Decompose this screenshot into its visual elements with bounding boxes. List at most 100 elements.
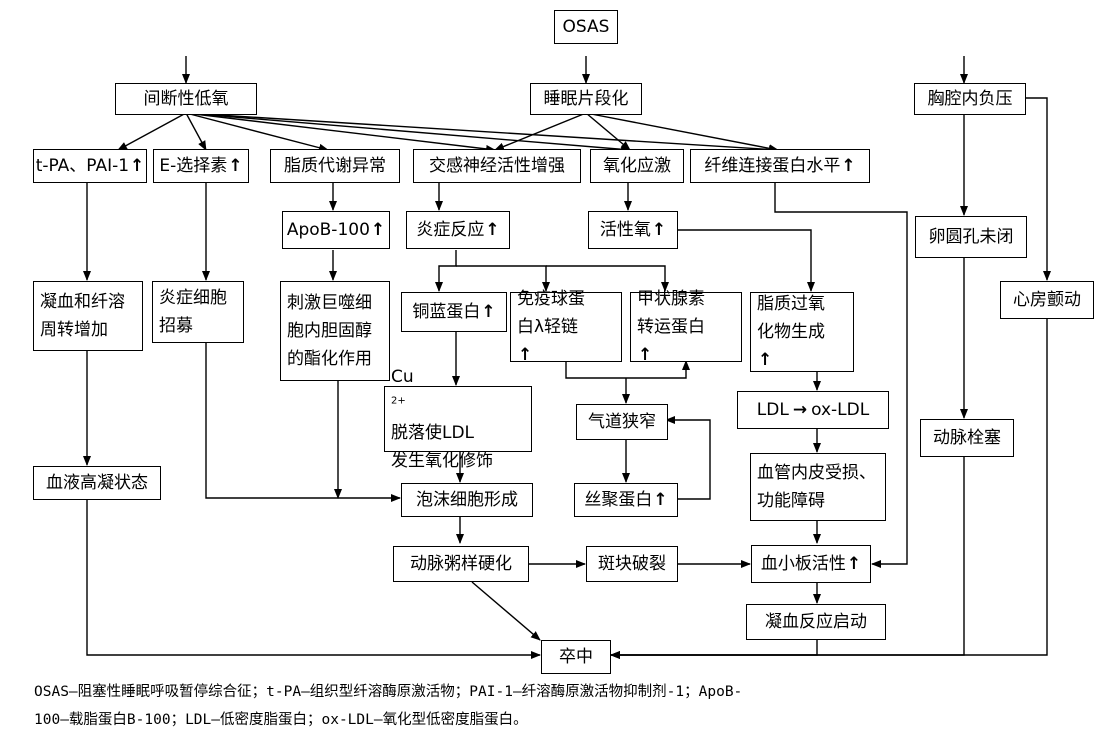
node-negative-intrathoracic: 胸腔内负压 xyxy=(914,83,1026,115)
node-pfo: 卵圆孔未闭 xyxy=(915,216,1027,258)
caption-line-2: 100—载脂蛋白B-100；LDL—低密度脂蛋白；ox-LDL—氧化型低密度脂蛋… xyxy=(34,712,528,728)
edge-coagstart-stroke xyxy=(610,640,818,659)
increase-arrow-icon: ↑ xyxy=(130,156,145,176)
node-ros: 活性氧↑ xyxy=(588,211,678,249)
node-inflammation: 炎症反应↑ xyxy=(406,211,510,249)
node-transthyretin: 甲状腺素 转运蛋白 ↑ xyxy=(630,289,742,365)
node-atrial-fibrillation: 心房颤动 xyxy=(1000,281,1094,319)
node-ceruloplasmin-label: 铜蓝蛋白 xyxy=(412,302,481,322)
node-ros-label: 活性氧 xyxy=(599,220,651,240)
node-atherosclerosis: 动脉粥样硬化 xyxy=(393,546,529,582)
node-coag-line2: 周转增加 xyxy=(40,320,108,340)
increase-arrow-icon: ↑ xyxy=(841,156,856,176)
node-lipid-metabolism: 脂质代谢异常 xyxy=(270,149,400,183)
edge-hypoxia-lipid xyxy=(185,112,329,152)
node-cu-line1: Cu 2+ 脱落使LDL xyxy=(391,363,474,447)
node-stroke: 卒中 xyxy=(541,640,611,674)
node-tpa-pai-label: t-PA、PAI-1 xyxy=(35,156,130,176)
increase-arrow-icon: ↑ xyxy=(370,220,386,240)
node-ldl-oxldl: LDL→ox-LDL xyxy=(737,391,889,429)
node-e-selectin: E-选择素↑ xyxy=(153,149,249,183)
increase-arrow-icon: ↑ xyxy=(228,156,243,176)
node-platelet: 血小板活性↑ xyxy=(751,545,871,583)
node-oxidative-stress: 氧化应激 xyxy=(590,149,684,183)
ldl-arrow-icon: → xyxy=(792,400,808,420)
node-coag-line1: 凝血和纤溶 xyxy=(40,292,125,312)
node-cu-sup: 2+ xyxy=(391,395,406,407)
edge-hypoxia-fibronectin xyxy=(185,112,779,154)
edge-af-stroke xyxy=(610,318,1048,659)
node-macro-line2: 胞内胆固醇 xyxy=(287,321,372,341)
edge-hyper-stroke xyxy=(86,498,541,659)
node-ceruloplasmin: 铜蓝蛋白↑ xyxy=(401,292,507,332)
node-osas: OSAS xyxy=(554,10,618,44)
node-apob: ApoB-100↑ xyxy=(282,211,390,249)
increase-arrow-icon: ↑ xyxy=(485,220,500,240)
node-apob-label: ApoB-100 xyxy=(286,220,370,240)
node-plaque-rupture: 斑块破裂 xyxy=(586,546,678,582)
node-cu-ldl: Cu 2+ 脱落使LDL 发生氧化修饰 xyxy=(384,367,532,471)
node-tt-line1: 甲状腺素 xyxy=(637,289,705,309)
node-cu-base: Cu xyxy=(391,367,414,387)
node-amyloid-label: 丝聚蛋白 xyxy=(584,490,653,510)
node-sleep-fragmentation: 睡眠片段化 xyxy=(530,83,642,115)
increase-arrow-icon: ↑ xyxy=(638,345,653,365)
node-tt-line2: 转运蛋白 ↑ xyxy=(637,313,705,369)
edge-hypoxia-oxidative xyxy=(185,112,631,154)
node-lipid-peroxide: 脂质过氧 化物生成 ↑ xyxy=(750,292,854,372)
node-cu-line2: 发生氧化修饰 xyxy=(391,451,493,471)
node-intermittent-hypoxia: 间断性低氧 xyxy=(115,83,257,115)
edge-hypoxia-sympathetic xyxy=(185,112,496,153)
node-inflammation-label: 炎症反应 xyxy=(416,220,485,240)
edge-amyloid-airway xyxy=(665,416,711,500)
node-endo-line1: 血管内皮受损、 xyxy=(757,463,876,483)
edge-thoracic-af xyxy=(1024,97,1051,281)
node-inflcells-line2: 招募 xyxy=(159,316,193,336)
node-fibronectin-label: 纤维连接蛋白水平 xyxy=(704,156,841,176)
node-peroxide-line2: 化物生成 ↑ xyxy=(757,318,825,374)
node-macro-line3: 的酯化作用 xyxy=(287,349,372,369)
node-hypercoagulable: 血液高凝状态 xyxy=(33,466,161,500)
edge-athero-stroke xyxy=(471,581,541,641)
node-foam-cell: 泡沫细胞形成 xyxy=(401,483,533,517)
node-cu-rest: 脱落使LDL xyxy=(391,423,475,443)
edge-infl-transthyretin xyxy=(546,265,669,292)
node-platelet-label: 血小板活性 xyxy=(760,554,846,574)
edge-sleep-sympathetic xyxy=(494,112,587,151)
node-fibronectin: 纤维连接蛋白水平↑ xyxy=(690,149,870,183)
node-macro-line1: 刺激巨噬细 xyxy=(287,293,372,313)
increase-arrow-icon: ↑ xyxy=(653,490,668,510)
edge-hypoxia-eselectin xyxy=(185,112,207,151)
node-tpa-pai: t-PA、PAI-1↑ xyxy=(33,149,147,183)
node-ldl-label: LDL xyxy=(756,400,789,420)
node-peroxide-line1: 脂质过氧 xyxy=(757,294,825,314)
node-oxldl-label: ox-LDL xyxy=(811,400,870,420)
node-coagulation-start: 凝血反应启动 xyxy=(746,604,886,640)
node-macrophage: 刺激巨噬细 胞内胆固醇 的酯化作用 xyxy=(280,281,390,381)
node-ig-line1: 免疫球蛋 xyxy=(517,289,585,309)
increase-arrow-icon: ↑ xyxy=(481,302,496,322)
node-e-selectin-label: E-选择素 xyxy=(159,156,228,176)
edge-hypoxia-tpa xyxy=(117,112,187,151)
increase-arrow-icon: ↑ xyxy=(846,554,862,574)
increase-arrow-icon: ↑ xyxy=(758,350,773,370)
edge-infl-ceruloplasmin xyxy=(435,250,457,292)
node-ig-line2-label: 白λ轻链 xyxy=(517,317,579,337)
node-sympathetic: 交感神经活性增强 xyxy=(413,149,581,183)
node-inflammatory-cells: 炎症细胞 招募 xyxy=(152,281,244,343)
node-ig-light-chain: 免疫球蛋 白λ轻链 ↑ xyxy=(510,289,622,365)
figure-caption: OSAS—阻塞性睡眠呼吸暂停综合征；t-PA—组织型纤溶酶原激活物；PAI-1—… xyxy=(34,678,1094,734)
edge-sleep-fibronectin xyxy=(585,112,779,153)
increase-arrow-icon: ↑ xyxy=(518,345,533,365)
edge-ros-peroxide xyxy=(678,229,815,292)
node-inflcells-line1: 炎症细胞 xyxy=(159,288,227,308)
node-peroxide-line2-label: 化物生成 xyxy=(757,322,825,342)
edge-sleep-oxidative xyxy=(585,112,631,151)
node-ig-line2: 白λ轻链 ↑ xyxy=(517,313,578,369)
node-coagulation-fibrinolysis: 凝血和纤溶 周转增加 xyxy=(33,281,143,351)
node-endo-line2: 功能障碍 xyxy=(757,491,825,511)
node-amyloid: 丝聚蛋白↑ xyxy=(574,483,678,517)
node-tt-line2-label: 转运蛋白 xyxy=(637,317,705,337)
edge-fibronectin-platelet xyxy=(774,182,908,568)
